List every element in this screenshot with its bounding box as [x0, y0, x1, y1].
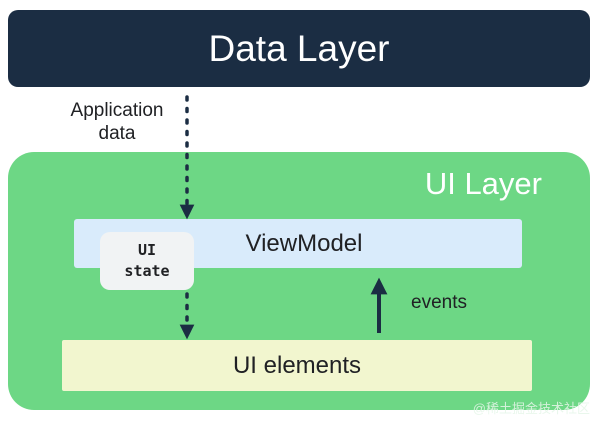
ui-elements-label: UI elements: [232, 351, 362, 379]
events-label: events: [411, 292, 467, 313]
application-data-label: Application data: [52, 99, 182, 145]
data-layer-box: Data Layer: [8, 10, 590, 87]
ui-elements-box: UI elements: [62, 340, 532, 391]
application-data-line1: Application: [70, 100, 164, 121]
ui-state-box: UI state: [100, 232, 194, 290]
viewmodel-label: ViewModel: [245, 229, 363, 257]
watermark-text: @稀土掘金技术社区: [472, 401, 590, 416]
ui-state-line2: state: [124, 262, 170, 280]
ui-state-line1: UI: [137, 241, 157, 259]
application-data-line2: data: [98, 123, 136, 144]
ui-layer-title: UI Layer: [424, 166, 542, 201]
data-layer-title: Data Layer: [208, 27, 390, 69]
